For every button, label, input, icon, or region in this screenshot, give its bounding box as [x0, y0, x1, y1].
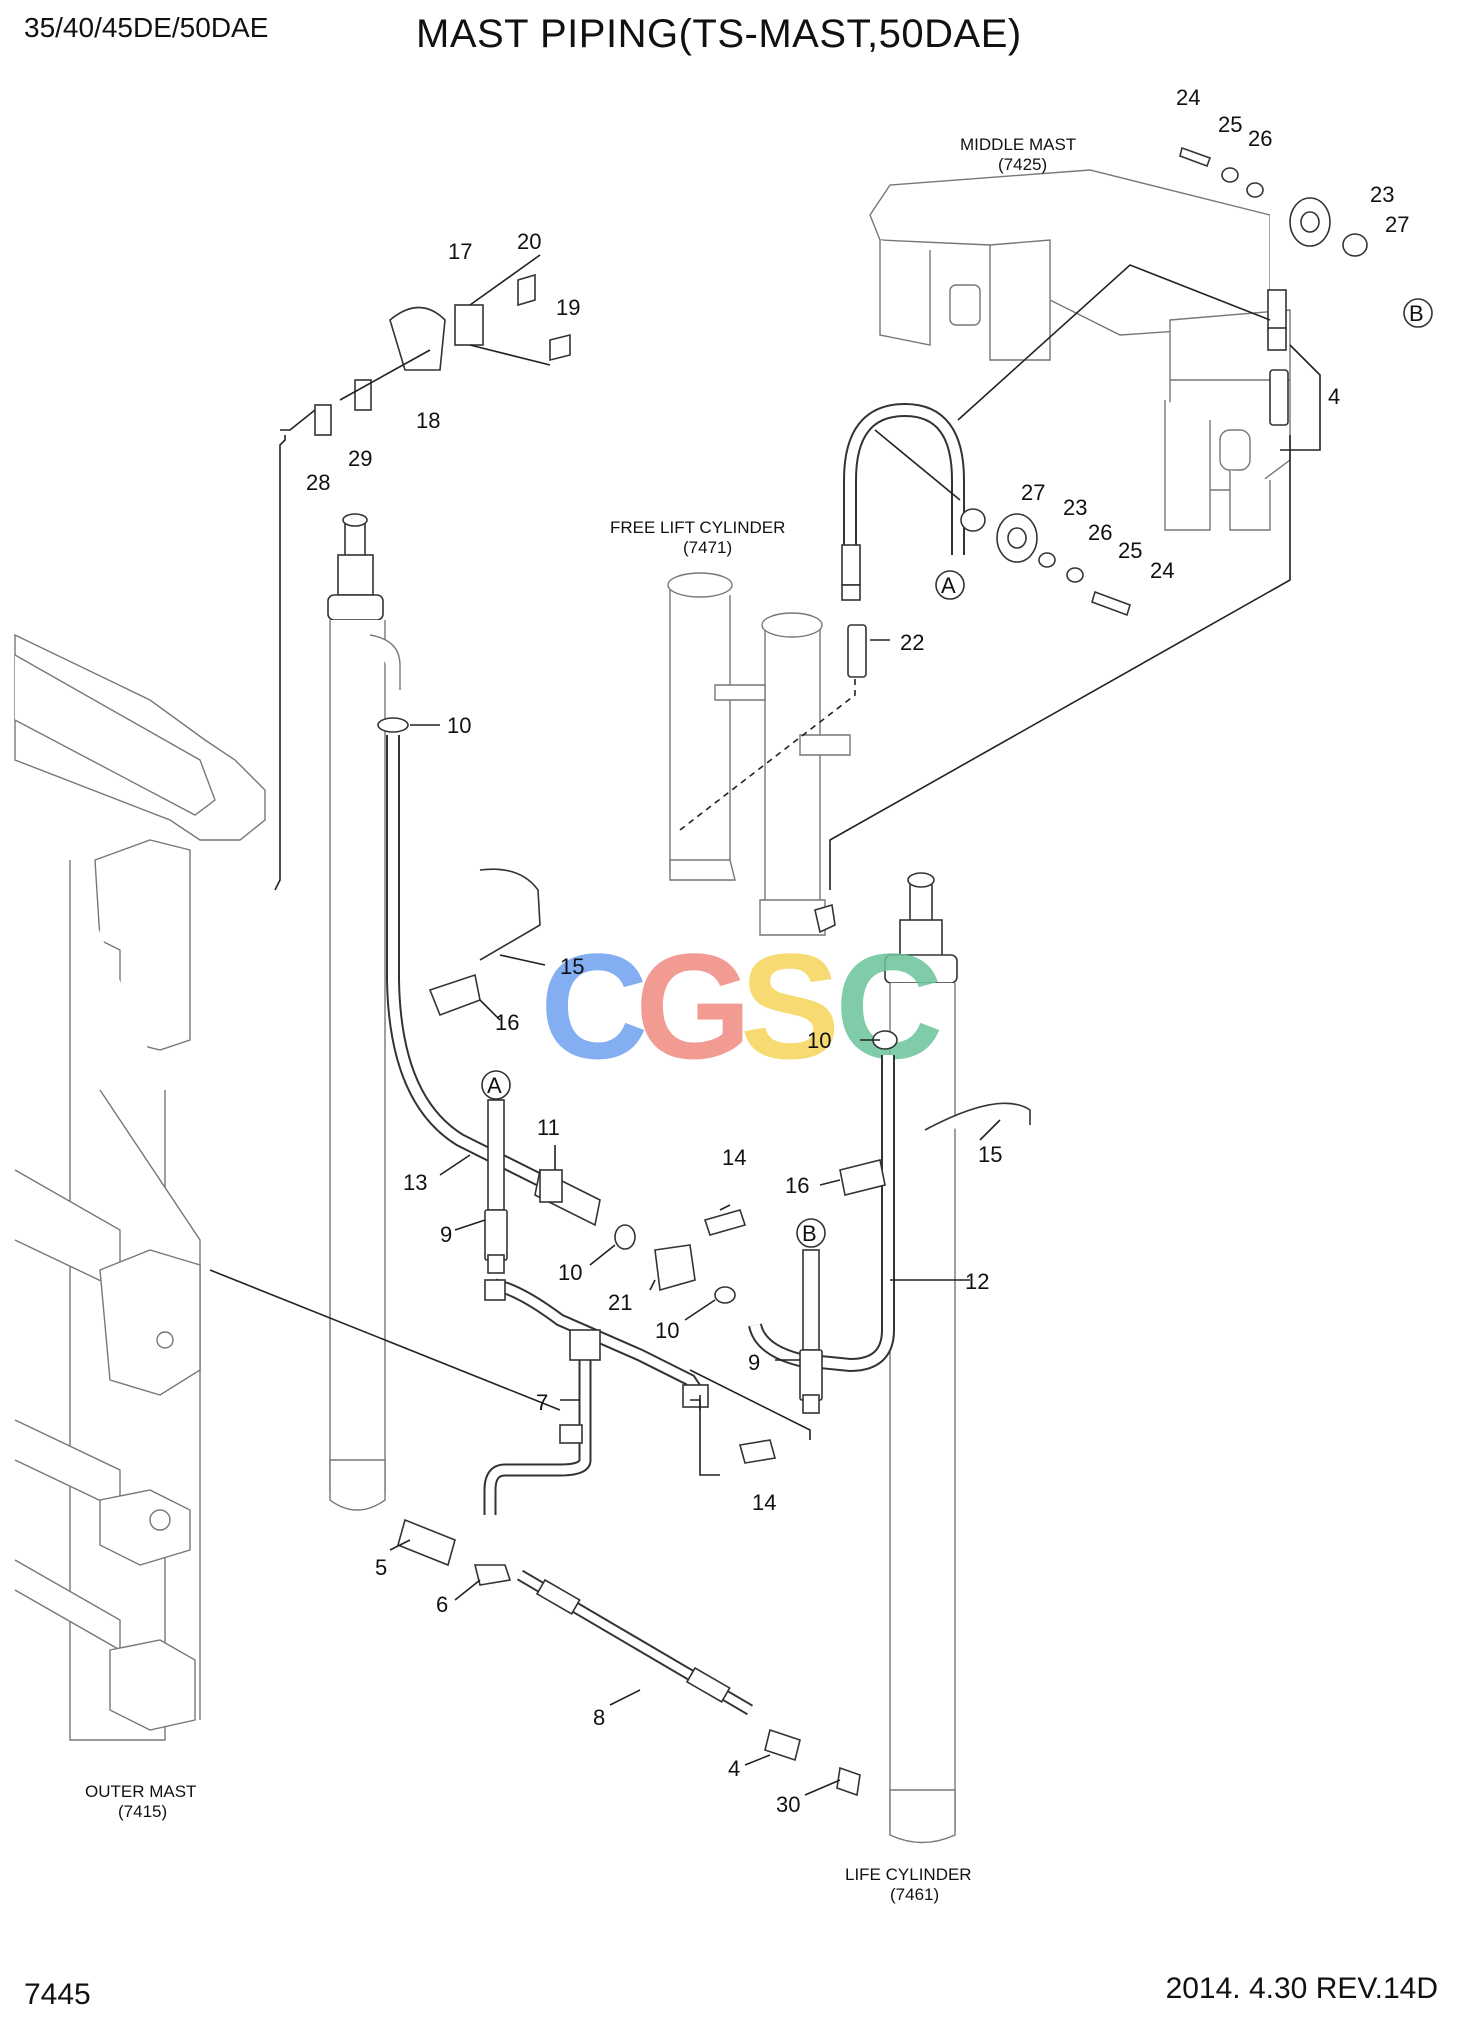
watermark-letter-g: G: [635, 922, 752, 1090]
part-label: 25: [1218, 112, 1242, 137]
part-label: 14: [752, 1490, 776, 1515]
part-label: 29: [348, 446, 372, 471]
part-label: 20: [517, 229, 541, 254]
pipe-7: [483, 1278, 709, 1515]
assembly-captions: MIDDLE MAST (7425) FREE LIFT CYLINDER (7…: [85, 135, 1076, 1904]
part-label: 11: [537, 1115, 560, 1140]
hose-9a: [484, 1099, 508, 1274]
connector-b-top: B: [1409, 301, 1424, 326]
caption-middle-mast-code: (7425): [998, 155, 1047, 174]
part-label: 8: [593, 1705, 605, 1730]
part-label: 9: [748, 1350, 760, 1375]
part-label: 26: [1248, 126, 1272, 151]
part-label: 4: [1328, 384, 1340, 409]
caption-lift-cylinder: LIFE CYLINDER: [845, 1865, 972, 1884]
cgsc-watermark: C G S C: [540, 922, 943, 1090]
connector-a-top: A: [941, 573, 956, 598]
part-label: 14: [722, 1145, 746, 1170]
caption-middle-mast: MIDDLE MAST: [960, 135, 1076, 154]
part-label: 10: [447, 713, 471, 738]
page-title: MAST PIPING(TS-MAST,50DAE): [416, 12, 1022, 56]
part-label: 22: [900, 630, 924, 655]
part-label: 24: [1176, 85, 1200, 110]
part-label: 17: [448, 239, 472, 264]
part-label: 12: [965, 1269, 989, 1294]
part-label: 18: [416, 408, 440, 433]
hose-assembly-top-right: [1267, 114, 1415, 426]
part-label: 27: [1385, 212, 1409, 237]
revision-date: 2014. 4.30 REV.14D: [1165, 1972, 1438, 2005]
part-label: 30: [776, 1792, 800, 1817]
leader-lines: [209, 254, 1321, 1796]
part-label: 27: [1021, 480, 1045, 505]
caption-lift-cylinder-code: (7461): [890, 1885, 939, 1904]
part-label: 26: [1088, 520, 1112, 545]
hose-assembly-mid: [841, 402, 965, 678]
connector-a-bottom: A: [487, 1073, 502, 1098]
caption-free-lift-cylinder: FREE LIFT CYLINDER: [610, 518, 785, 537]
part-label: 7: [536, 1390, 548, 1415]
left-lift-cylinder-drawing: [327, 513, 401, 1511]
watermark-letter-s: S: [740, 922, 840, 1090]
part-label: 23: [1063, 495, 1087, 520]
watermark-letter-c1: C: [540, 922, 648, 1090]
part-label: 6: [436, 1592, 448, 1617]
model-code: 35/40/45DE/50DAE: [24, 12, 269, 43]
part-label: 16: [785, 1173, 809, 1198]
caption-free-lift-cylinder-code: (7471): [683, 538, 732, 557]
part-label: 25: [1118, 538, 1142, 563]
hose-8: [516, 1569, 754, 1716]
part-label: 4: [728, 1756, 740, 1781]
part-label: 23: [1370, 182, 1394, 207]
caption-outer-mast: OUTER MAST: [85, 1782, 196, 1801]
part-label: 10: [655, 1318, 679, 1343]
middle-mast-drawing: [869, 169, 1291, 531]
part-label: 15: [560, 954, 584, 979]
right-lift-cylinder-drawing: [884, 872, 958, 1844]
page-number: 7445: [24, 1978, 91, 2011]
part-label: 13: [403, 1170, 427, 1195]
part-label: 16: [495, 1010, 519, 1035]
connector-markers: A B A B: [481, 298, 1433, 1248]
connector-b-bottom: B: [802, 1221, 817, 1246]
part-label: 21: [608, 1290, 632, 1315]
pipe-12: [748, 1055, 895, 1373]
part-label: 24: [1150, 558, 1174, 583]
caption-outer-mast-code: (7415): [118, 1802, 167, 1821]
hose-9b: [799, 1249, 823, 1414]
free-lift-cylinder-drawing: [667, 572, 856, 936]
part-label: 19: [556, 295, 580, 320]
part-label: 9: [440, 1222, 452, 1247]
part-number-labels: 24 25 26 23 27 4 20 17 19 18 29 28 27 23…: [306, 85, 1409, 1817]
part-label: 15: [978, 1142, 1002, 1167]
part-label: 10: [807, 1028, 831, 1053]
outer-mast-drawing: [14, 633, 266, 1741]
part-label: 10: [558, 1260, 582, 1285]
part-label: 5: [375, 1555, 387, 1580]
part-label: 28: [306, 470, 330, 495]
